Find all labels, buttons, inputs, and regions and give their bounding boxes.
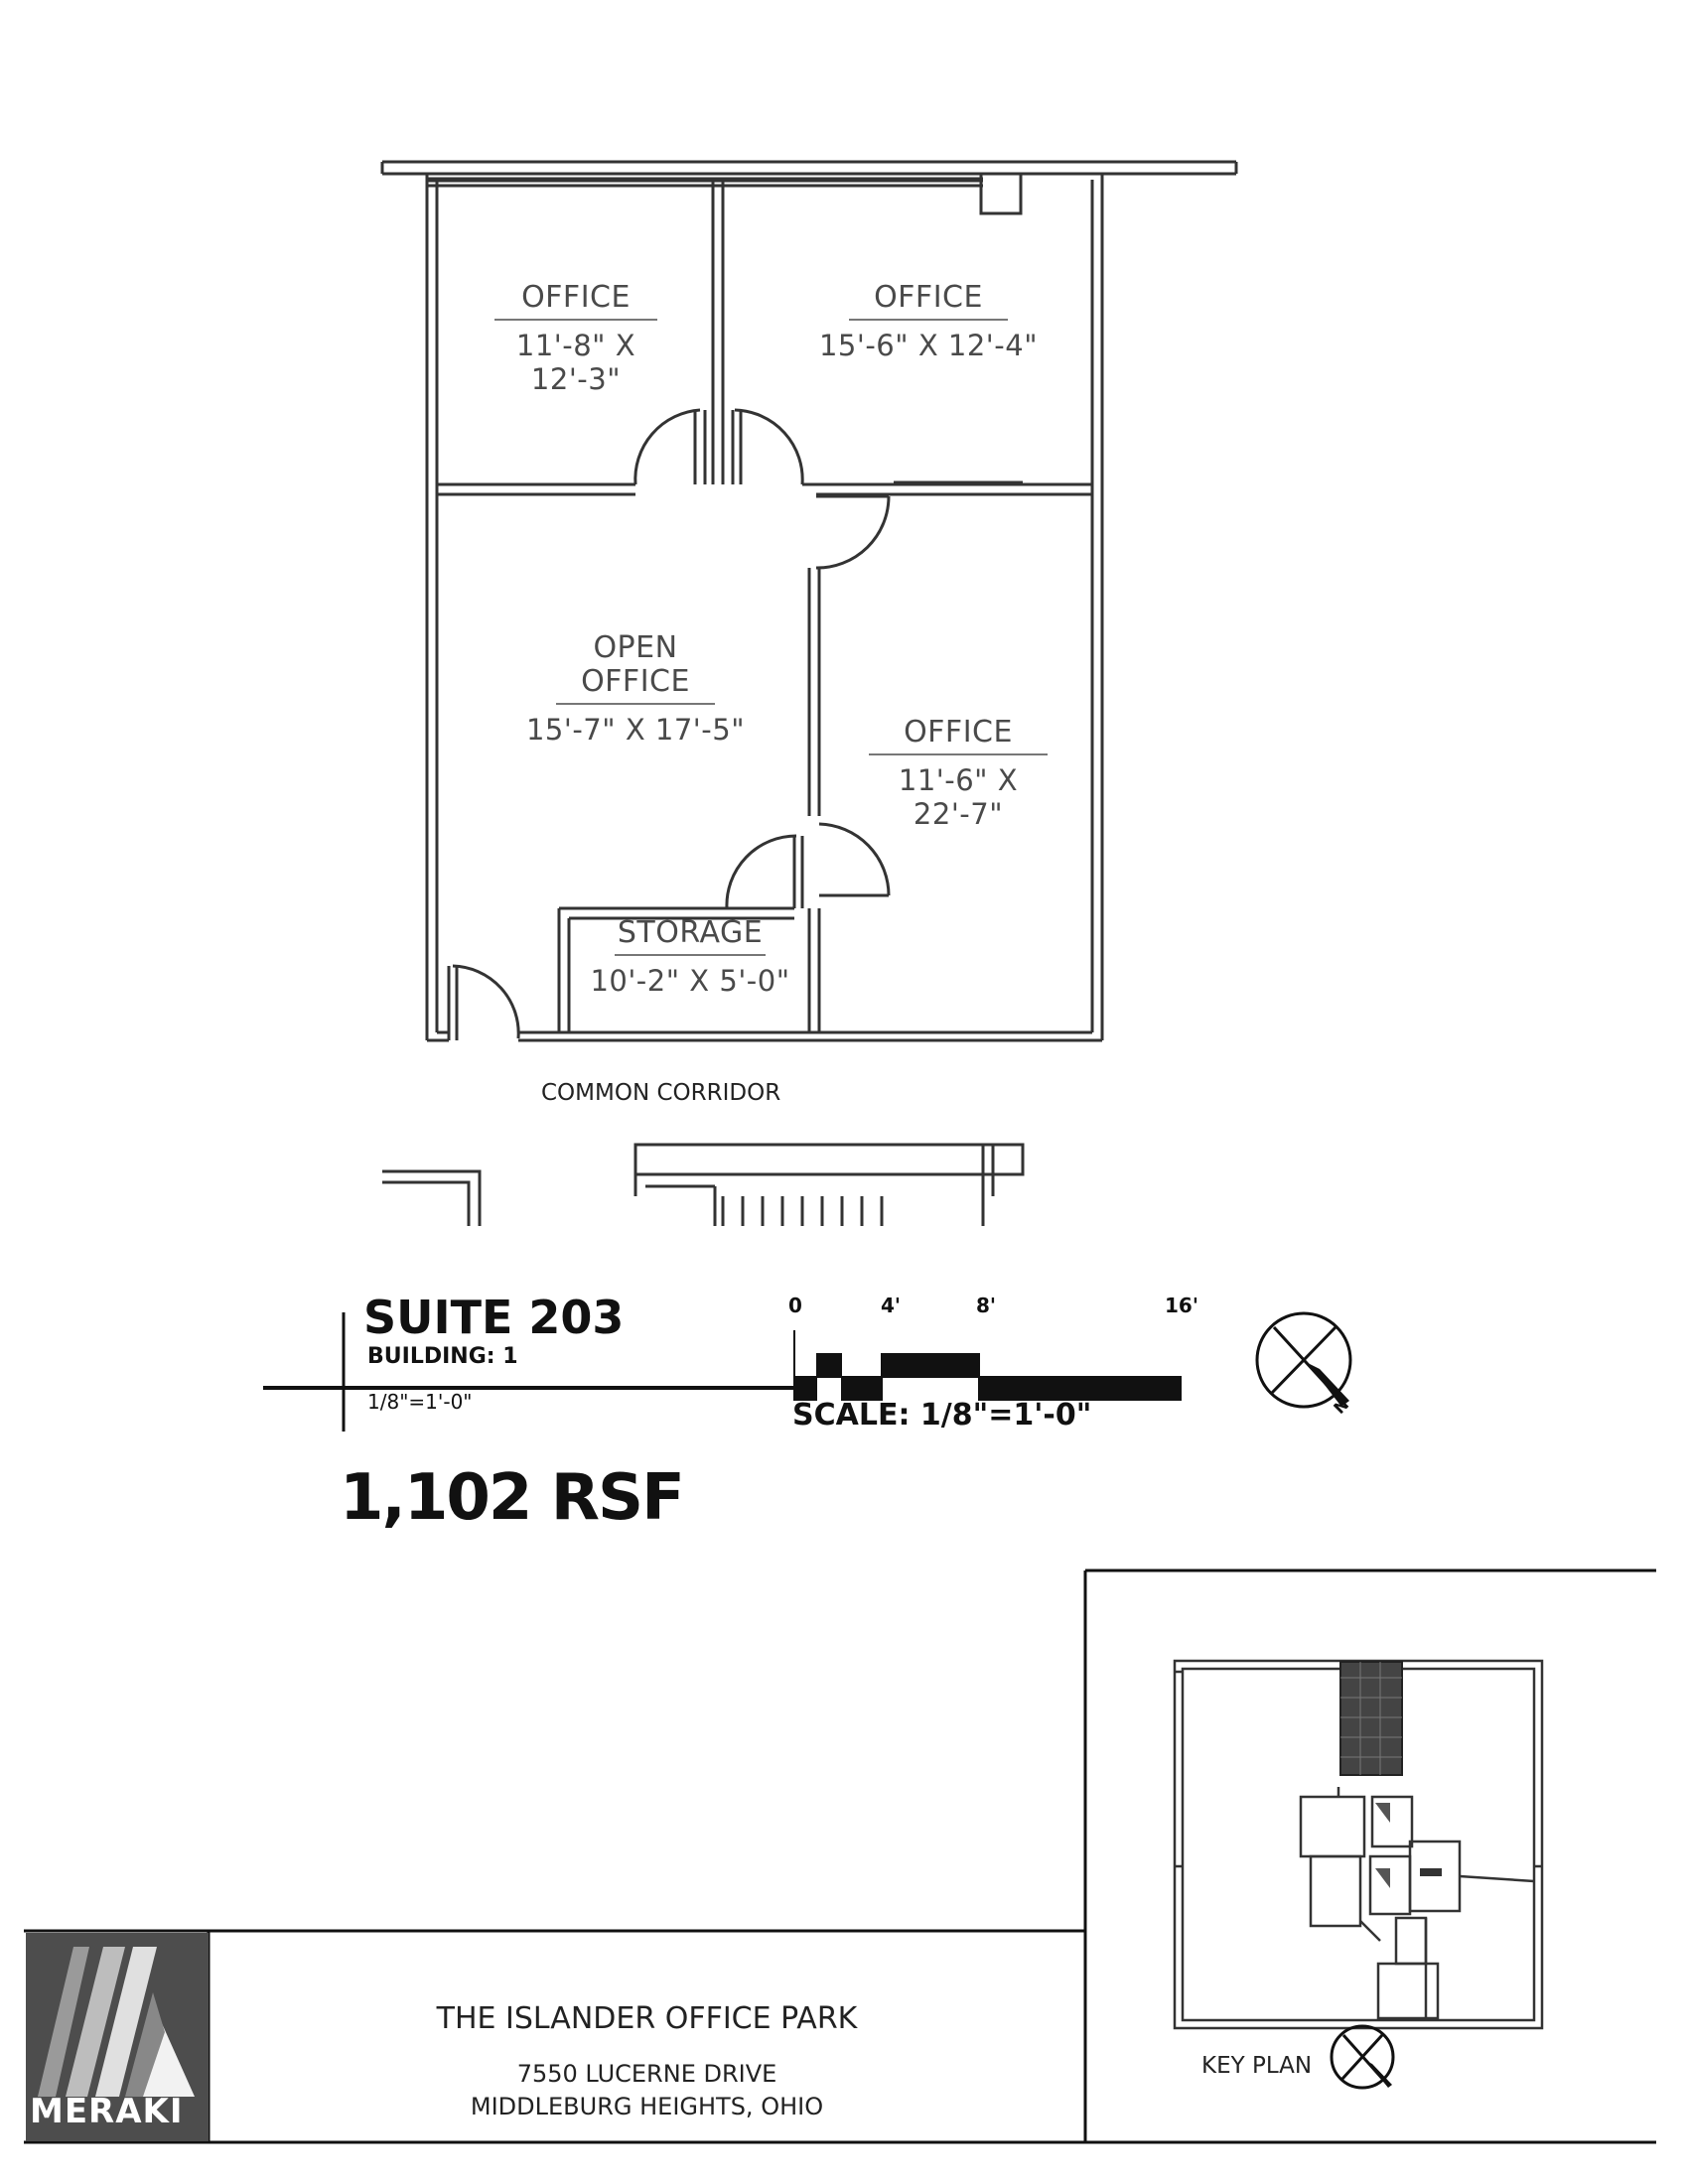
floor-plan xyxy=(380,160,1238,1226)
room-divider xyxy=(494,319,657,321)
key-plan xyxy=(1173,1659,1544,2030)
property-name: THE ISLANDER OFFICE PARK xyxy=(436,2001,858,2036)
building-label: BUILDING: 1 xyxy=(367,1344,518,1369)
room-dimensions: 11'-6" X 22'-7" xyxy=(898,763,1019,831)
logo-mark-icon xyxy=(38,1947,195,2097)
room-divider xyxy=(615,954,766,956)
title-leader-lines xyxy=(263,1312,799,1432)
room-name: OFFICE xyxy=(874,280,983,315)
scale-caption: SCALE: 1/8"=1'-0" xyxy=(792,1398,1092,1433)
room-office-right: OFFICE 11'-6" X 22'-7" xyxy=(849,715,1067,831)
property-address-line1: 7550 LUCERNE DRIVE xyxy=(516,2060,777,2088)
scale-tick-label: 16' xyxy=(1165,1294,1198,1317)
north-arrow-icon xyxy=(1255,1311,1352,1409)
scale-tick-label: 4' xyxy=(881,1294,902,1317)
suite-title: SUITE 203 xyxy=(363,1291,625,1344)
room-dimensions: 10'-2" X 5'-0" xyxy=(590,964,790,998)
room-dimensions: 15'-7" X 17'-5" xyxy=(525,713,746,747)
scale-bar xyxy=(793,1330,1182,1401)
room-divider xyxy=(869,753,1048,755)
drawing-scale-note: 1/8"=1'-0" xyxy=(367,1390,473,1414)
room-divider xyxy=(849,319,1008,321)
rentable-square-feet: 1,102 RSF xyxy=(340,1461,685,1535)
room-dimensions: 11'-8" X 12'-3" xyxy=(515,329,636,396)
corridor-label: COMMON CORRIDOR xyxy=(541,1080,781,1106)
room-office-top-right: OFFICE 15'-6" X 12'-4" xyxy=(809,280,1048,362)
logo-wordmark: MERAKI xyxy=(30,2092,184,2131)
room-dimensions: 15'-6" X 12'-4" xyxy=(818,329,1039,362)
scale-tick-label: 0 xyxy=(788,1294,802,1317)
north-arrow-icon xyxy=(1330,2024,1395,2090)
company-logo: MERAKI xyxy=(26,1933,209,2141)
sheet-frame xyxy=(24,1569,1656,2144)
room-name: OFFICE xyxy=(904,715,1013,750)
room-office-top-left: OFFICE 11'-8" X 12'-3" xyxy=(467,280,685,396)
room-name: OPEN OFFICE xyxy=(581,630,690,699)
room-name: STORAGE xyxy=(617,915,764,950)
room-divider xyxy=(556,703,715,705)
property-address-line2: MIDDLEBURG HEIGHTS, OHIO xyxy=(470,2093,824,2120)
key-plan-label: KEY PLAN xyxy=(1201,2053,1313,2079)
room-open-office: OPEN OFFICE 15'-7" X 17'-5" xyxy=(516,630,755,748)
scale-tick-label: 8' xyxy=(976,1294,997,1317)
room-name: OFFICE xyxy=(521,280,631,315)
room-storage: STORAGE 10'-2" X 5'-0" xyxy=(581,915,799,998)
